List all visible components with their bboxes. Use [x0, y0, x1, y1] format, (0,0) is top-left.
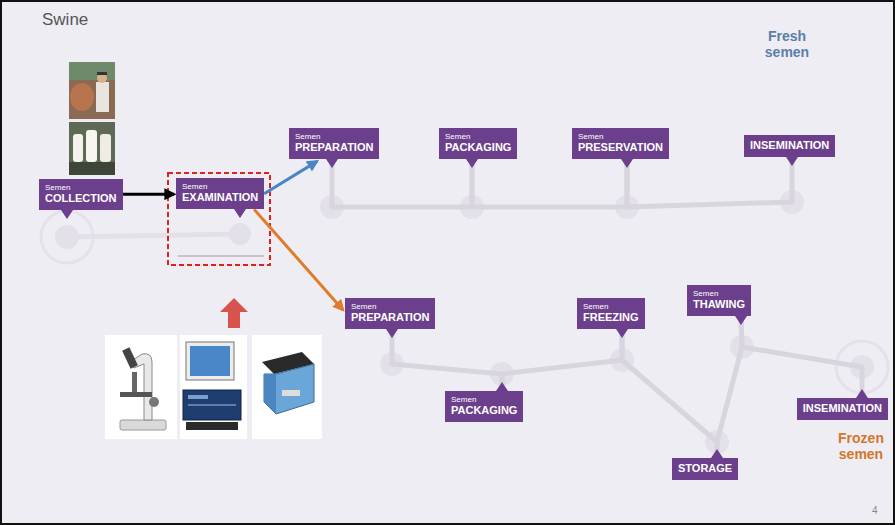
step-prefix: Semen: [583, 302, 639, 311]
callout-pointer: [786, 157, 798, 166]
callout-box: SemenFREEZING: [577, 298, 645, 329]
semen-bottles-photo: [69, 122, 115, 175]
step-name: STORAGE: [678, 462, 732, 475]
step-prefix: Semen: [182, 182, 258, 191]
callout-pointer: [616, 329, 628, 338]
process-line: [741, 316, 862, 398]
step-prefix: Semen: [578, 132, 663, 141]
callout-pointer: [326, 159, 338, 168]
step-name: PACKAGING: [445, 141, 511, 154]
analyzer-picture: [252, 335, 322, 439]
callout-pointer: [856, 389, 868, 398]
callout-box: SemenEXAMINATION: [176, 178, 264, 209]
computer-picture: [180, 335, 247, 439]
step-name: COLLECTION: [45, 192, 117, 205]
process-line: [472, 159, 627, 207]
boar-photo: [69, 62, 115, 119]
flow-arrow: [264, 161, 317, 193]
callout-pointer: [621, 159, 633, 168]
callout-box: INSEMINATION: [797, 398, 888, 420]
exam-underline: [178, 255, 264, 257]
page-number: 4: [872, 505, 886, 516]
callout-pointer: [386, 329, 398, 338]
process-line: [622, 329, 717, 458]
process-line: [717, 316, 742, 458]
step-prefix: Semen: [445, 132, 511, 141]
step-name: INSEMINATION: [750, 139, 829, 152]
step-name: EXAMINATION: [182, 191, 258, 204]
process-line: [627, 157, 792, 207]
callout-pointer: [466, 159, 478, 168]
step-name: PREPARATION: [295, 141, 373, 154]
step-prefix: Semen: [45, 183, 117, 192]
callout-box: SemenCOLLECTION: [39, 179, 123, 210]
step-name: THAWING: [693, 298, 745, 311]
route-label: Fresh semen: [752, 28, 822, 60]
flow-dots: [55, 190, 874, 454]
callout-box: SemenPREPARATION: [345, 298, 435, 329]
process-line: [332, 159, 472, 207]
red-up-arrow: [220, 298, 248, 328]
step-name: PRESERVATION: [578, 141, 663, 154]
callout-box: SemenPACKAGING: [439, 128, 517, 159]
microscope-picture: [105, 335, 177, 439]
callout-pointer: [234, 209, 246, 218]
callout-pointer: [61, 210, 73, 219]
callout-pointer: [496, 382, 508, 391]
flow-arrow: [123, 193, 175, 196]
callout-box: SemenPREPARATION: [289, 128, 379, 159]
callout-box: SemenTHAWING: [687, 285, 751, 316]
step-name: PACKAGING: [451, 404, 517, 417]
highlight-frame: [168, 173, 270, 265]
flow-arrow: [254, 209, 343, 310]
callout-pointer: [711, 449, 723, 458]
step-name: PREPARATION: [351, 311, 429, 324]
callout-pointer: [735, 316, 747, 325]
callout-box: STORAGE: [672, 458, 738, 480]
process-line: [392, 329, 502, 391]
callout-box: INSEMINATION: [744, 135, 835, 157]
process-line: [502, 329, 622, 391]
faint-line: [67, 234, 240, 237]
step-name: INSEMINATION: [803, 402, 882, 415]
step-prefix: Semen: [295, 132, 373, 141]
step-prefix: Semen: [451, 395, 517, 404]
route-label: Frozen semen: [832, 430, 890, 462]
callout-box: SemenPRESERVATION: [572, 128, 669, 159]
step-name: FREEZING: [583, 311, 639, 324]
callout-box: SemenPACKAGING: [445, 391, 523, 422]
slide-title: Swine: [42, 10, 88, 30]
step-prefix: Semen: [693, 289, 745, 298]
step-prefix: Semen: [351, 302, 429, 311]
